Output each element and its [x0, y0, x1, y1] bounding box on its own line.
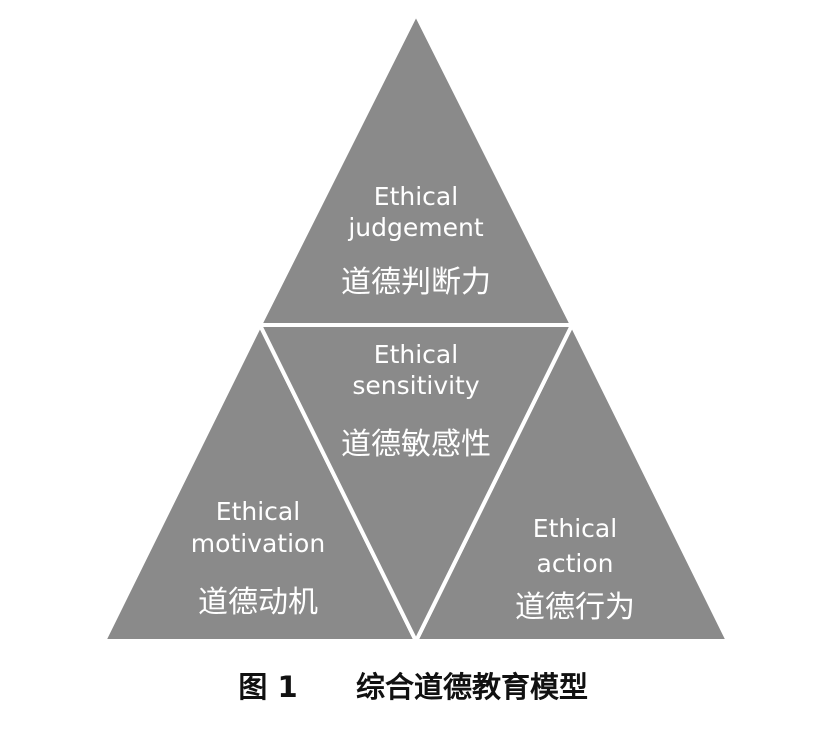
motivation-label-line2: motivation [191, 529, 325, 558]
figure-title: 综合道德教育模型 [356, 670, 588, 704]
judgement-label-line1: Ethical [374, 182, 458, 211]
judgement-label-chinese: 道德判断力 [341, 265, 491, 300]
label-group-judgement: Ethical judgement 道德判断力 [341, 182, 491, 300]
triangle-ethical-sensitivity [256, 323, 576, 646]
label-group-sensitivity: Ethical sensitivity 道德敏感性 [341, 340, 491, 462]
figure-caption: 图 1 综合道德教育模型 [238, 670, 588, 704]
action-label-line1: Ethical [533, 514, 617, 543]
judgement-label-line2: judgement [347, 213, 483, 242]
motivation-label-chinese: 道德动机 [198, 585, 318, 620]
motivation-label-line1: Ethical [216, 497, 300, 526]
action-label-chinese: 道德行为 [515, 590, 635, 625]
figure-number: 图 1 [238, 670, 297, 704]
sensitivity-label-chinese: 道德敏感性 [341, 427, 491, 462]
label-group-motivation: Ethical motivation 道德动机 [191, 497, 325, 620]
sensitivity-label-line2: sensitivity [352, 371, 480, 400]
action-label-line2: action [537, 549, 614, 578]
sensitivity-label-line1: Ethical [374, 340, 458, 369]
label-group-action: Ethical action 道德行为 [515, 514, 635, 625]
